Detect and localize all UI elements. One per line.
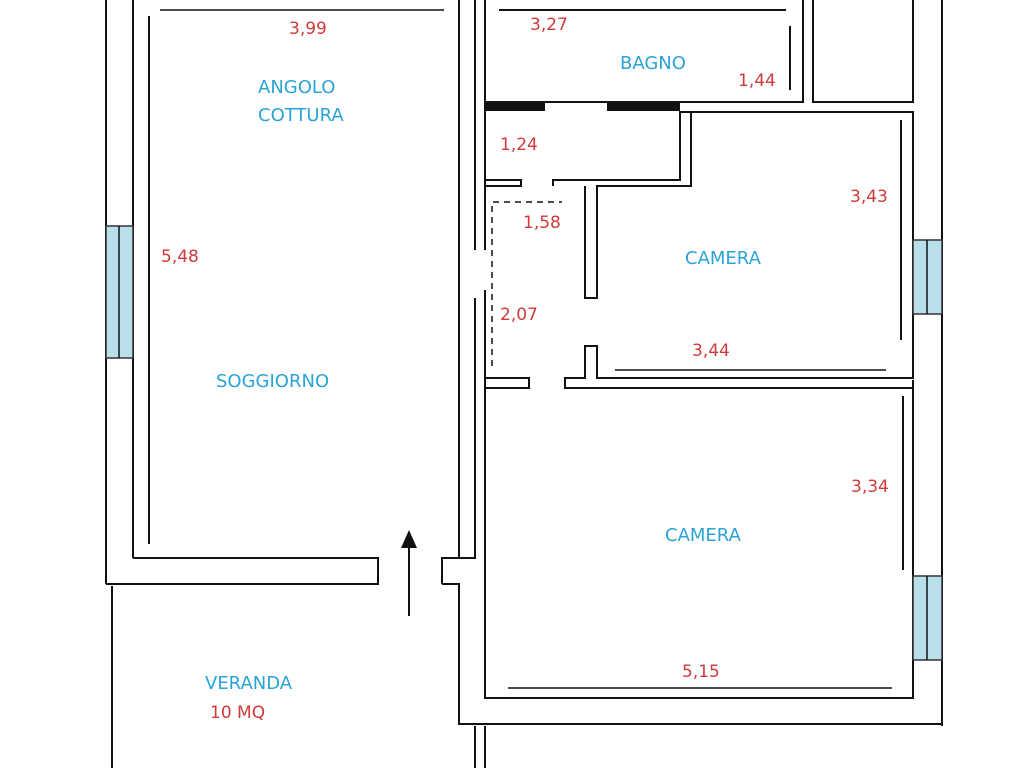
dimension-labels: 3,99 5,48 3,27 1,44 1,24 1,58 2,07 3,43 … — [161, 15, 889, 682]
dim-corridor-width: 1,58 — [523, 213, 561, 233]
dim-camera-top-depth: 3,43 — [850, 187, 888, 207]
dim-camera-bottom-width: 5,15 — [682, 662, 720, 682]
dim-camera-bottom-depth: 3,34 — [851, 477, 889, 497]
room-label-soggiorno: SOGGIORNO — [216, 371, 329, 392]
wall-ripostiglio — [812, 0, 914, 103]
wall-camera-bottom — [484, 388, 914, 699]
dim-soggiorno-depth: 5,48 — [161, 247, 199, 267]
wall-disimpegno-left — [485, 179, 522, 187]
dim-camera-top-width: 3,44 — [692, 341, 730, 361]
wall-soggiorno-bottom-left — [106, 557, 379, 585]
dim-corridor-depth: 2,07 — [500, 305, 538, 325]
wall-disimpegno-right — [552, 111, 692, 299]
corridor-dashed — [491, 201, 562, 366]
dim-disimpegno-depth: 1,24 — [500, 135, 538, 155]
walls — [105, 0, 943, 768]
room-label-angolo-line1: ANGOLO — [258, 77, 335, 98]
door-bar-left — [485, 102, 545, 111]
dim-bagno-depth: 1,44 — [738, 71, 776, 91]
room-label-angolo-line2: COTTURA — [258, 105, 344, 126]
dimension-lines — [160, 9, 892, 689]
corridor-dashed-outline — [491, 201, 562, 366]
dim-bagno-width: 3,27 — [530, 15, 568, 35]
room-labels: ANGOLO COTTURA BAGNO CAMERA SOGGIORNO CA… — [205, 53, 762, 723]
dim-soggiorno-width: 3,99 — [289, 19, 327, 39]
room-label-camera-bottom: CAMERA — [665, 525, 742, 546]
door-bar-right — [607, 102, 680, 111]
wall-veranda-right — [442, 583, 942, 725]
door-bars — [485, 102, 680, 111]
room-label-camera-top: CAMERA — [685, 248, 762, 269]
veranda-area: 10 MQ — [210, 703, 265, 723]
room-label-bagno: BAGNO — [620, 53, 686, 74]
room-label-veranda: VERANDA — [205, 673, 293, 694]
wall-corridor-left-lower — [484, 290, 530, 389]
windows — [105, 225, 943, 661]
entrance-arrow-icon — [401, 530, 417, 616]
wall-bagno-right — [680, 0, 804, 103]
